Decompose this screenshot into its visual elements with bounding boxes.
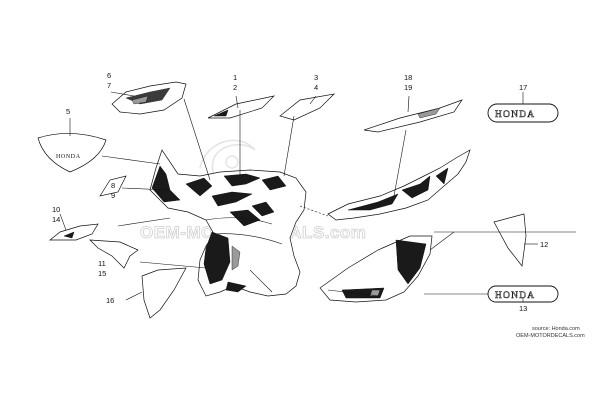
screen-emblem-label: HONDA xyxy=(56,154,81,160)
part-10-14 xyxy=(49,223,99,241)
callout-13: 13 xyxy=(519,304,527,313)
callout-1: 1 xyxy=(233,73,237,82)
callout-6: 6 xyxy=(107,71,111,80)
part-3-4 xyxy=(279,93,336,121)
lower-cowl xyxy=(319,235,433,303)
part-18-19 xyxy=(363,99,463,133)
callout-17: 17 xyxy=(519,83,527,92)
callout-12: 12 xyxy=(540,240,548,249)
callout-15: 15 xyxy=(98,269,106,278)
part-11-15 xyxy=(89,239,139,269)
callout-2: 2 xyxy=(233,83,237,92)
source-line-1: source: Honda.com xyxy=(532,326,580,332)
callout-4: 4 xyxy=(314,83,318,92)
callout-7: 7 xyxy=(107,81,111,90)
callout-11: 11 xyxy=(98,259,106,268)
callout-16: 16 xyxy=(106,296,114,305)
part-6-7 xyxy=(111,81,187,115)
leader-lines xyxy=(59,91,576,302)
main-fairing xyxy=(149,149,307,297)
source-line-2: OEM-MOTORDECALS.com xyxy=(516,333,585,339)
part-17-emblem: HONDA xyxy=(487,103,559,123)
part-8-9 xyxy=(99,175,127,197)
part-16 xyxy=(141,267,187,319)
tail-section xyxy=(299,149,471,221)
part-5: HONDA xyxy=(37,133,107,173)
callout-14: 14 xyxy=(52,215,60,224)
callout-19: 19 xyxy=(404,83,412,92)
callout-3: 3 xyxy=(314,73,318,82)
callout-8: 8 xyxy=(111,181,115,190)
callout-9: 9 xyxy=(111,191,115,200)
emblem-small-label: HONDA xyxy=(495,291,535,301)
part-12 xyxy=(493,213,527,267)
callout-5: 5 xyxy=(66,107,70,116)
emblem-large-label: HONDA xyxy=(495,110,535,120)
part-1-2 xyxy=(207,95,276,119)
callout-10: 10 xyxy=(52,205,60,214)
callout-numbers: 6 7 1 2 3 4 18 19 17 5 8 9 10 14 11 15 1… xyxy=(52,71,548,313)
callout-18: 18 xyxy=(404,73,412,82)
